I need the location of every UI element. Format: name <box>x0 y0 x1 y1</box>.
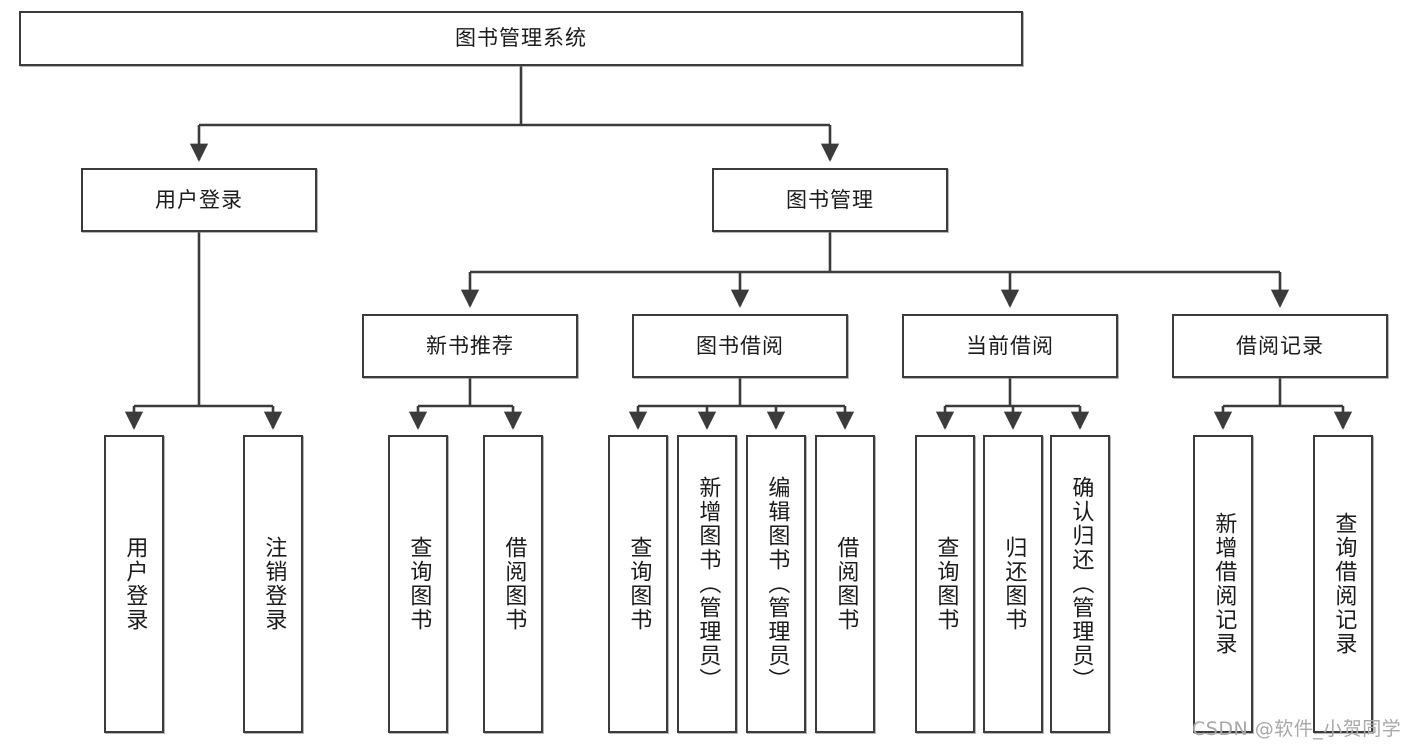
node-new-book-recommend[interactable]: 新书推荐 <box>362 314 578 378</box>
leaf-query-book-recommend-label: 查询图书 <box>406 536 432 632</box>
leaf-borrow-book-label: 借阅图书 <box>833 536 859 632</box>
csdn-watermark: CSDN @软件_小贺同学 <box>1192 718 1402 740</box>
leaf-query-book-borrow-label: 查询图书 <box>626 536 652 632</box>
leaf-logout[interactable]: 注销登录 <box>243 435 303 733</box>
node-current-borrow-label: 当前借阅 <box>966 333 1054 358</box>
leaf-borrow-book[interactable]: 借阅图书 <box>815 435 875 733</box>
leaf-return-book[interactable]: 归还图书 <box>983 435 1043 733</box>
leaf-logout-label: 注销登录 <box>261 536 287 632</box>
leaf-confirm-return-admin-label: 确认归还（管理员） <box>1068 476 1094 692</box>
leaf-add-borrow-record-label: 新增借阅记录 <box>1211 512 1237 656</box>
node-book-borrow-label: 图书借阅 <box>696 333 784 358</box>
leaf-user-login[interactable]: 用户登录 <box>104 435 164 733</box>
leaf-query-book-current-label: 查询图书 <box>933 536 959 632</box>
node-root[interactable]: 图书管理系统 <box>19 11 1023 66</box>
leaf-borrow-book-recommend[interactable]: 借阅图书 <box>483 435 543 733</box>
leaf-edit-book-admin-label: 编辑图书（管理员） <box>764 476 790 692</box>
leaf-add-book-admin[interactable]: 新增图书（管理员） <box>677 435 737 733</box>
leaf-query-borrow-record[interactable]: 查询借阅记录 <box>1313 435 1373 733</box>
node-borrow-record[interactable]: 借阅记录 <box>1172 314 1388 378</box>
node-current-borrow[interactable]: 当前借阅 <box>902 314 1118 378</box>
node-new-book-recommend-label: 新书推荐 <box>426 333 514 358</box>
node-user-login[interactable]: 用户登录 <box>81 168 317 232</box>
node-root-label: 图书管理系统 <box>455 26 587 51</box>
leaf-return-book-label: 归还图书 <box>1001 536 1027 632</box>
leaf-edit-book-admin[interactable]: 编辑图书（管理员） <box>746 435 806 733</box>
node-book-borrow[interactable]: 图书借阅 <box>632 314 848 378</box>
leaf-query-book-current[interactable]: 查询图书 <box>915 435 975 733</box>
leaf-add-book-admin-label: 新增图书（管理员） <box>695 476 721 692</box>
leaf-query-book-recommend[interactable]: 查询图书 <box>388 435 448 733</box>
leaf-borrow-book-recommend-label: 借阅图书 <box>501 536 527 632</box>
leaf-query-book-borrow[interactable]: 查询图书 <box>608 435 668 733</box>
node-book-management[interactable]: 图书管理 <box>712 168 948 232</box>
node-borrow-record-label: 借阅记录 <box>1236 333 1324 358</box>
leaf-add-borrow-record[interactable]: 新增借阅记录 <box>1193 435 1253 733</box>
leaf-query-borrow-record-label: 查询借阅记录 <box>1331 512 1357 656</box>
leaf-user-login-label: 用户登录 <box>122 536 148 632</box>
node-user-login-label: 用户登录 <box>155 187 243 212</box>
node-book-management-label: 图书管理 <box>786 187 874 212</box>
leaf-confirm-return-admin[interactable]: 确认归还（管理员） <box>1050 435 1110 733</box>
